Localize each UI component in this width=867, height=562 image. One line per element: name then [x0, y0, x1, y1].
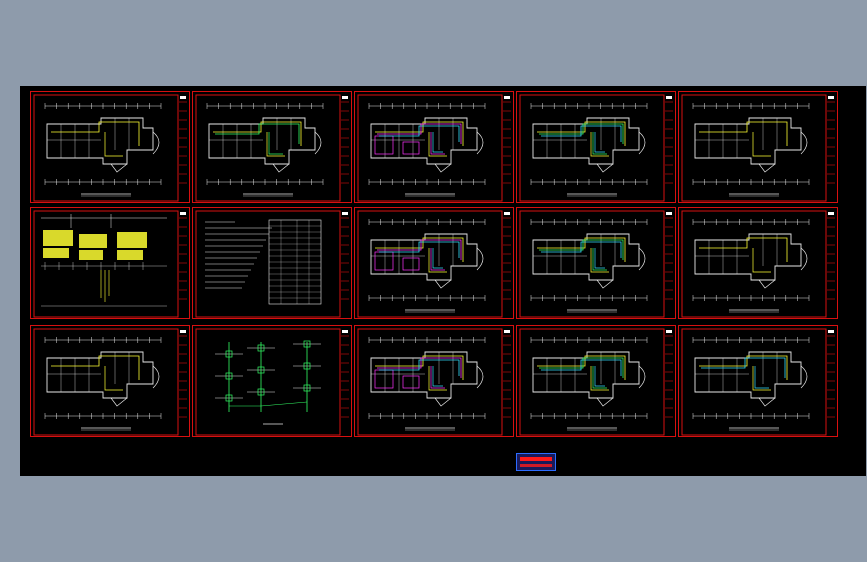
sheet-drawing-plan: [519, 210, 673, 318]
sheet-drawing-notes: [195, 210, 349, 318]
drawing-sheet-6[interactable]: [30, 207, 190, 319]
drawing-sheet-1[interactable]: [30, 91, 190, 203]
drawing-sheet-8[interactable]: [354, 207, 514, 319]
drawing-sheet-13[interactable]: [354, 325, 514, 437]
sheet-drawing-plan: [357, 94, 511, 202]
drawing-sheet-12[interactable]: [192, 325, 352, 437]
sheet-drawing-system: [33, 210, 187, 318]
drawing-sheet-7[interactable]: [192, 207, 352, 319]
cad-drawing-canvas[interactable]: [20, 86, 866, 476]
drawing-sheet-9[interactable]: [516, 207, 676, 319]
sheet-drawing-plan: [195, 94, 349, 202]
drawing-sheet-15[interactable]: [678, 325, 838, 437]
sheet-drawing-plan: [33, 328, 187, 436]
drawing-sheet-10[interactable]: [678, 207, 838, 319]
sheet-drawing-plan: [519, 94, 673, 202]
drawing-sheet-4[interactable]: [516, 91, 676, 203]
sheet-drawing-plan: [519, 328, 673, 436]
title-block-stamp: [516, 453, 556, 471]
sheet-drawing-plan: [357, 210, 511, 318]
sheet-drawing-plan: [681, 328, 835, 436]
drawing-sheet-5[interactable]: [678, 91, 838, 203]
drawing-sheet-11[interactable]: [30, 325, 190, 437]
drawing-sheet-3[interactable]: [354, 91, 514, 203]
sheet-drawing-riser: [195, 328, 349, 436]
sheet-drawing-plan: [357, 328, 511, 436]
drawing-sheet-2[interactable]: [192, 91, 352, 203]
sheet-drawing-plan: [681, 94, 835, 202]
drawing-sheet-14[interactable]: [516, 325, 676, 437]
sheet-drawing-plan: [681, 210, 835, 318]
sheet-drawing-plan: [33, 94, 187, 202]
